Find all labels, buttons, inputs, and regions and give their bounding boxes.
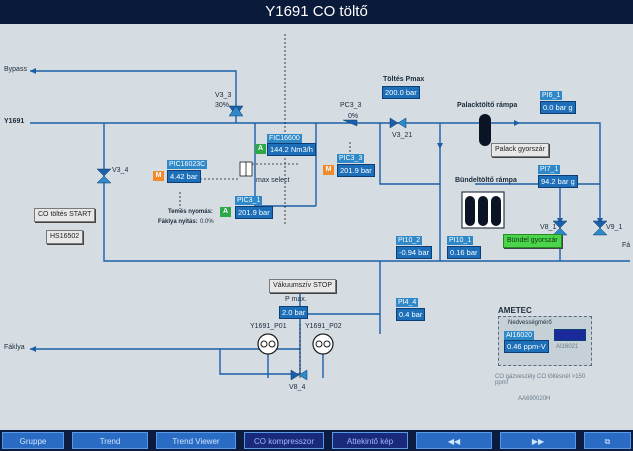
process-schematic: Bypass Y1691 Fáklya Fá V3_3 30% V3_4 PC3… — [0, 24, 633, 430]
pi10-2-value[interactable]: -0.94 bar — [396, 246, 433, 259]
v3-21-label: V3_21 — [392, 132, 413, 139]
vakuumsziv-stop-button[interactable]: Vákuumszív STOP — [269, 279, 337, 293]
pic3-1-value[interactable]: 201.9 bar — [235, 206, 273, 219]
palack-gyorszar-button[interactable]: Palack gyorszár — [491, 143, 549, 157]
nav-attekinto-kep-button[interactable]: Attekintő kép — [332, 432, 408, 449]
pc3-3-percent: 0% — [348, 113, 359, 120]
pump-p01-label: Y1691_P01 — [250, 323, 287, 330]
toltes-pmax-value[interactable]: 200.0 bar — [382, 86, 420, 99]
piping-diagram — [30, 34, 630, 381]
faklya-nyitas-value: 0.0% — [200, 219, 214, 225]
fic16600-value[interactable]: 144.2 Nm3/h — [267, 143, 316, 156]
nav-gruppe-button[interactable]: Gruppe — [2, 432, 64, 449]
ai16020-value[interactable]: 0.46 ppm-V — [504, 340, 549, 353]
window-title: Y1691 CO töltő — [0, 0, 633, 24]
bypass-line-label: Bypass — [4, 66, 27, 73]
pi7-1-value[interactable]: 94.2 bar g — [538, 175, 578, 188]
co-toltes-start-button[interactable]: CO töltés START — [34, 208, 96, 222]
v9-1-label: V9_1 — [606, 224, 623, 231]
v8-4-label: V8_4 — [289, 384, 306, 391]
nav-co-kompresszor-button[interactable]: CO kompresszor — [244, 432, 324, 449]
hs16502-button[interactable]: HS16502 — [46, 230, 84, 244]
nav-trend-button[interactable]: Trend — [72, 432, 148, 449]
fic16600-mode[interactable]: A — [255, 144, 266, 154]
y1691-line-label: Y1691 — [4, 118, 25, 125]
v3-3-label: V3_3 — [215, 92, 232, 99]
pic16023c-value[interactable]: 4.42 bar — [167, 170, 201, 183]
pic3-3-mode[interactable]: M — [323, 165, 334, 175]
aa-note: AA690020H — [518, 396, 551, 402]
fa-line-label: Fá — [622, 242, 631, 249]
bundeltolto-label: Bündeltöltő rámpa — [455, 177, 517, 184]
nedvessegmero-label: Nedvességmérő — [508, 320, 552, 326]
pic3-1-tag[interactable]: PIC3_1 — [235, 196, 263, 205]
ai16020-tag[interactable]: AI16020 — [504, 331, 535, 340]
max-select-label: max select — [256, 177, 290, 184]
pi7-1-tag[interactable]: PI7_1 — [538, 165, 561, 174]
temes-nyomas-label: Temés nyomás: — [168, 209, 213, 215]
co-warning-note: CO gázveszély CO töltésnél >150 ppm! — [495, 374, 586, 386]
v8-1-label: V8_1 — [540, 224, 557, 231]
pic3-1-mode[interactable]: A — [220, 207, 231, 217]
ai16021-label: AI16021 — [556, 344, 579, 350]
pic3-3-value[interactable]: 201.9 bar — [337, 164, 375, 177]
pi10-1-tag[interactable]: PI10_1 — [447, 236, 474, 245]
v3-3-percent: 30% — [215, 102, 230, 109]
pump-p02-label: Y1691_P02 — [305, 323, 342, 330]
pi10-1-value[interactable]: 0.16 bar — [447, 246, 481, 259]
pic16023c-mode[interactable]: M — [153, 171, 164, 181]
nav-window-icon[interactable]: ⧉ — [584, 432, 631, 449]
v3-4-label: V3_4 — [112, 167, 129, 174]
pi4-4-tag[interactable]: PI4_4 — [396, 298, 419, 307]
pmax-label: P max. — [285, 296, 307, 303]
pi6-1-value[interactable]: 0.0 bar g — [540, 101, 576, 114]
faklya-nyitas-label: Fáklya nyitás: — [158, 219, 198, 225]
ai16020-indicator — [554, 329, 586, 341]
pi4-4-value[interactable]: 0.4 bar — [396, 308, 426, 321]
toltes-pmax-label: Töltés Pmax — [383, 76, 425, 83]
pi6-1-tag[interactable]: PI6_1 — [540, 91, 563, 100]
faklya-line-label: Fáklya — [4, 344, 25, 351]
pic3-3-tag[interactable]: PIC3_3 — [337, 154, 365, 163]
ametec-label: AMETEC — [498, 306, 532, 315]
nav-back-button[interactable]: ◀◀ — [416, 432, 492, 449]
pic16023c-tag[interactable]: PIC16023C — [167, 160, 208, 169]
palacktolto-label: Palacktöltő rámpa — [457, 102, 518, 109]
pc3-3-label: PC3_3 — [340, 102, 362, 109]
pi10-2-tag[interactable]: PI10_2 — [396, 236, 423, 245]
nav-trend-viewer-button[interactable]: Trend Viewer — [156, 432, 236, 449]
bundel-gyorszar-button[interactable]: Bündel gyorszár — [503, 234, 562, 248]
pmax-value[interactable]: 2.0 bar — [279, 306, 309, 319]
nav-forward-button[interactable]: ▶▶ — [500, 432, 576, 449]
fic16600-tag[interactable]: FIC16600 — [267, 134, 302, 143]
